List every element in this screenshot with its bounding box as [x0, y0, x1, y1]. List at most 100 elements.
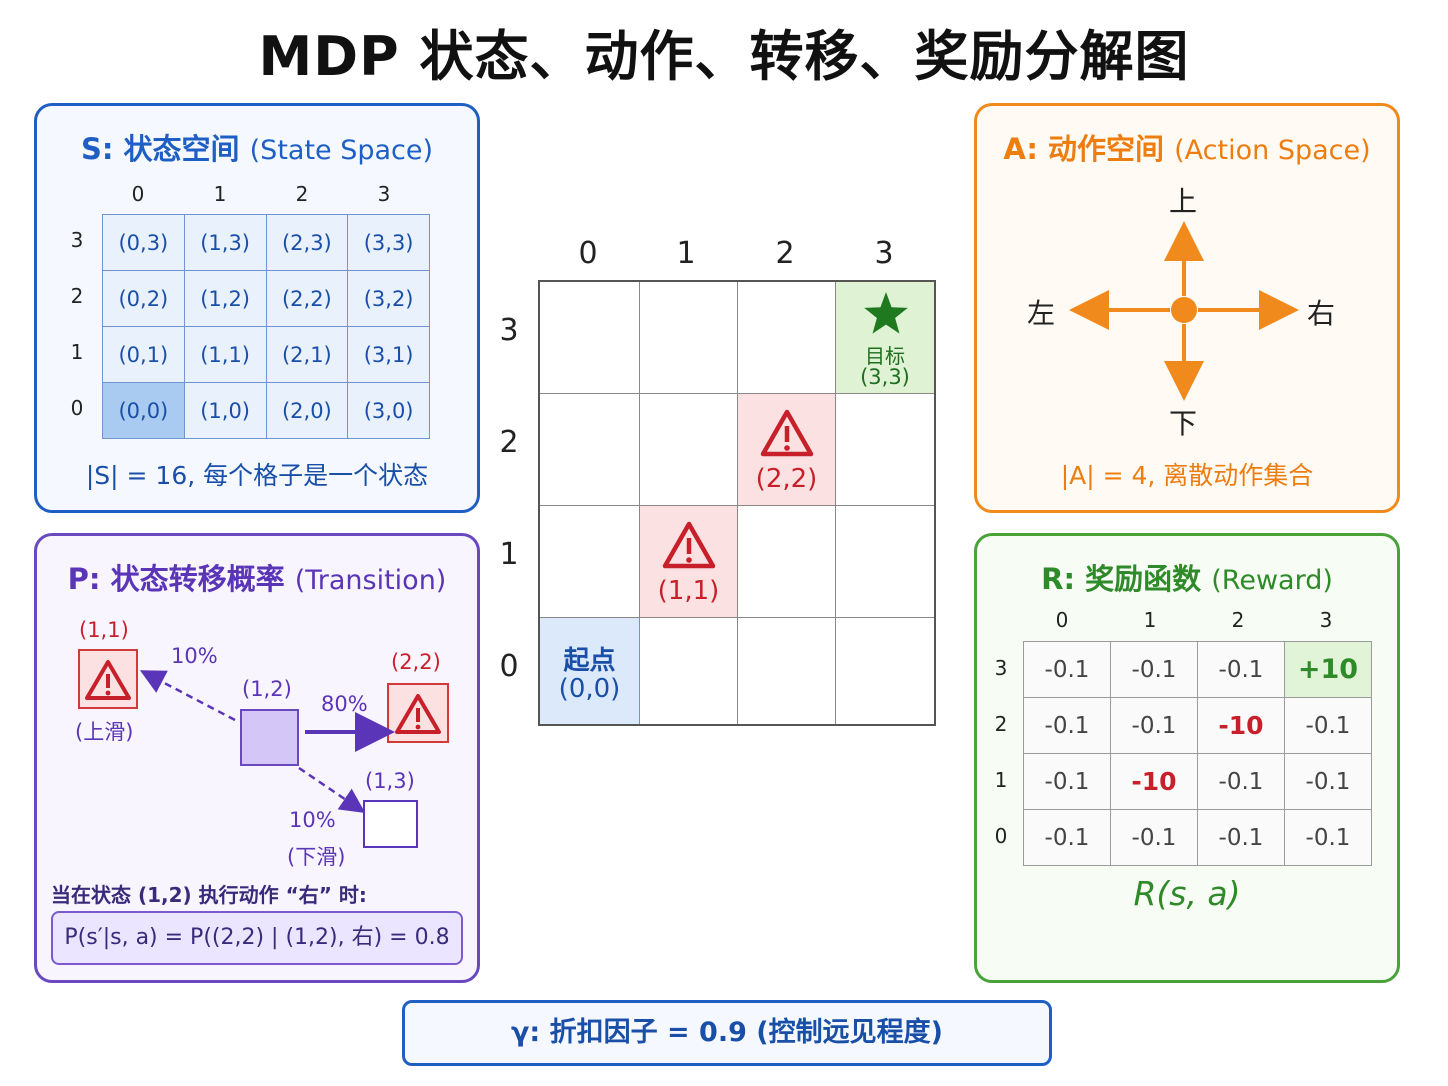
hazard-coord: (1,1) — [657, 576, 720, 606]
state-cell: (2,2) — [265, 270, 349, 327]
grid-row-label: 0 — [499, 649, 519, 684]
state-row-label: 0 — [70, 396, 84, 420]
state-space-title-en: (State Space) — [249, 135, 434, 166]
reward-title-en: (Reward) — [1211, 565, 1333, 596]
slip-up-label: (上滑) — [75, 720, 134, 744]
grid-cell-goal: 目标 (3,3) — [836, 282, 934, 394]
reward-title-label: R: 奖励函数 — [1041, 562, 1202, 596]
reward-col-label: 0 — [1055, 608, 1069, 632]
state-cell: (1,1) — [183, 326, 267, 383]
grid-row-label: 2 — [499, 425, 519, 460]
reward-cell: -0.1 — [1284, 809, 1372, 866]
warning-icon — [662, 521, 716, 569]
reward-row-label: 2 — [994, 712, 1008, 736]
reward-cell: -0.1 — [1197, 753, 1285, 810]
transition-diagram — [78, 649, 449, 848]
state-col-label: 2 — [295, 182, 309, 206]
slip-down-arrow-icon — [298, 766, 366, 814]
slip-down-state-label: (1,3) — [365, 769, 415, 793]
reward-cell-hazard: -10 — [1110, 753, 1198, 810]
grid-cell — [836, 618, 934, 724]
state-cell: (2,3) — [265, 214, 349, 271]
reward-grid: -0.1 -0.1 -0.1 +10 -0.1 -0.1 -10 -0.1 -0… — [1023, 641, 1372, 866]
warning-icon — [395, 694, 441, 734]
reward-cell: -0.1 — [1023, 809, 1111, 866]
start-coord: (0,0) — [558, 674, 621, 704]
action-left-label: 左 — [1027, 297, 1056, 330]
warning-icon — [85, 660, 131, 700]
transition-title-label: P: 状态转移概率 — [67, 562, 285, 596]
slip-up-prob-label: 10% — [171, 644, 218, 668]
state-cell: (2,1) — [265, 326, 349, 383]
state-cell: (3,2) — [347, 270, 430, 327]
state-row-label: 1 — [70, 340, 84, 364]
transition-title-en: (Transition) — [294, 565, 447, 596]
current-state-box — [240, 709, 299, 766]
transition-panel: P: 状态转移概率 (Transition) (1,1) — [34, 533, 480, 983]
main-state-label: (2,2) — [391, 650, 441, 674]
grid-cell — [836, 506, 934, 618]
state-cell: (0,1) — [102, 326, 185, 383]
state-col-label: 0 — [131, 182, 145, 206]
action-space-title-label: A: 动作空间 — [1003, 132, 1165, 166]
state-row-label: 2 — [70, 284, 84, 308]
transition-formula: P(s′|s, a) = P((2,2) | (1,2), 右) = 0.8 — [51, 911, 463, 965]
action-arrows-diagram — [1069, 221, 1299, 401]
state-cell: (3,1) — [347, 326, 430, 383]
star-icon — [864, 292, 908, 334]
slip-up-state-label: (1,1) — [79, 618, 129, 642]
action-space-panel: A: 动作空间 (Action Space) 上 下 左 右 |A| = 4, … — [974, 103, 1400, 513]
state-cell: (3,0) — [347, 382, 430, 439]
grid-cell — [738, 618, 836, 724]
state-cell: (2,0) — [265, 382, 349, 439]
action-space-footer: |A| = 4, 离散动作集合 — [1060, 461, 1314, 490]
reward-row-label: 1 — [994, 768, 1008, 792]
reward-cell: -0.1 — [1110, 809, 1198, 866]
reward-cell: -0.1 — [1110, 697, 1198, 754]
grid-cell — [640, 282, 738, 394]
grid-col-label: 3 — [874, 236, 894, 271]
transition-condition: 当在状态 (1,2) 执行动作 “右” 时: — [51, 883, 367, 907]
grid-cell — [540, 506, 640, 618]
reward-cell: -0.1 — [1023, 697, 1111, 754]
action-space-title-en: (Action Space) — [1174, 135, 1371, 166]
grid-world: 目标 (3,3) (2,2) (1,1) 起点 (0,0) — [538, 280, 936, 726]
state-cell: (3,3) — [347, 214, 430, 271]
grid-cell — [738, 282, 836, 394]
reward-cell-goal: +10 — [1284, 641, 1372, 698]
hazard-coord: (2,2) — [755, 464, 818, 494]
grid-col-label: 2 — [775, 236, 795, 271]
state-cell: (1,0) — [183, 382, 267, 439]
state-cell: (0,2) — [102, 270, 185, 327]
reward-cell: -0.1 — [1197, 809, 1285, 866]
reward-col-label: 1 — [1143, 608, 1157, 632]
goal-coord: (3,3) — [860, 365, 910, 389]
state-space-title: S: 状态空间 (State Space) — [37, 126, 477, 168]
agent-dot-icon — [1171, 297, 1197, 323]
reward-cell: -0.1 — [1023, 753, 1111, 810]
grid-row-label: 3 — [499, 313, 519, 348]
discount-factor-box: γ: 折扣因子 = 0.9 (控制远见程度) — [402, 1000, 1052, 1066]
main-prob-label: 80% — [321, 692, 368, 716]
state-space-title-label: S: 状态空间 — [80, 132, 240, 166]
current-state-label: (1,2) — [242, 677, 292, 701]
grid-cell — [540, 394, 640, 506]
goal-label: 目标 — [865, 344, 905, 368]
state-col-label: 1 — [213, 182, 227, 206]
reward-footer: R(s, a) — [1133, 874, 1241, 913]
state-cell: (1,3) — [183, 214, 267, 271]
start-label: 起点 — [563, 646, 616, 676]
transition-title: P: 状态转移概率 (Transition) — [37, 556, 477, 598]
state-cell-start: (0,0) — [102, 382, 185, 439]
grid-cell — [836, 394, 934, 506]
reward-cell: -0.1 — [1023, 641, 1111, 698]
reward-row-label: 3 — [994, 656, 1008, 680]
state-space-footer: |S| = 16, 每个格子是一个状态 — [85, 461, 429, 490]
page-title: MDP 状态、动作、转移、奖励分解图 — [258, 25, 1190, 88]
slip-up-arrow-icon — [139, 670, 236, 722]
state-cell: (1,2) — [183, 270, 267, 327]
grid-cell-hazard: (2,2) — [738, 394, 836, 506]
slip-down-state-box — [363, 800, 418, 848]
reward-cell: -0.1 — [1284, 753, 1372, 810]
state-space-panel: S: 状态空间 (State Space) 0 1 2 3 3 2 1 0 (0… — [34, 103, 480, 513]
